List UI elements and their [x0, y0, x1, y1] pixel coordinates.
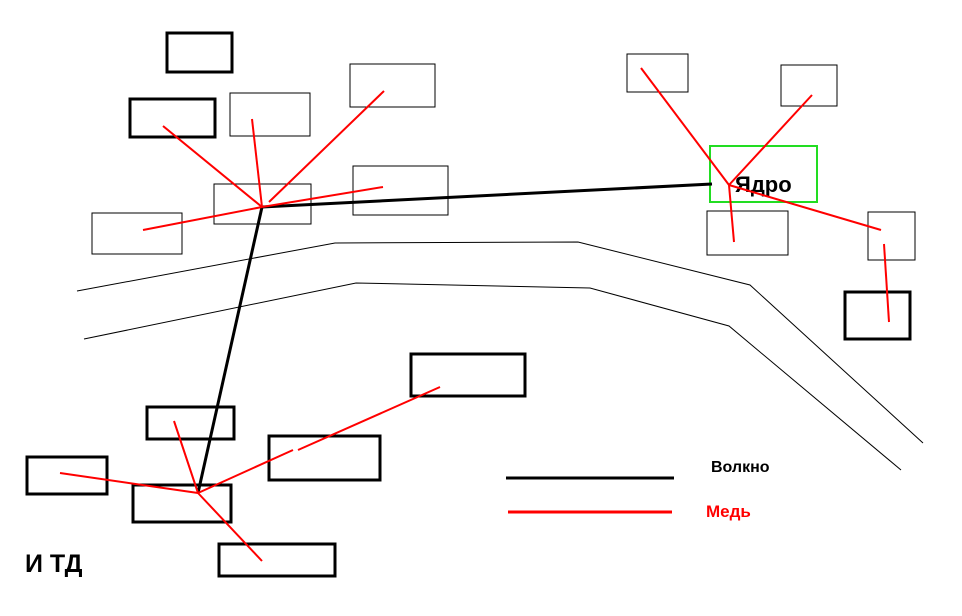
- copper-links: [59, 67, 890, 562]
- building: [229, 92, 311, 137]
- fiber-link: [261, 182, 713, 209]
- copper-link: [261, 186, 384, 208]
- building: [91, 212, 183, 255]
- copper-link: [251, 118, 263, 208]
- building: [843, 290, 912, 341]
- copper-link: [197, 492, 263, 562]
- copper-link: [728, 184, 882, 231]
- copper-link: [883, 243, 890, 323]
- copper-link: [162, 125, 263, 208]
- legend-fiber-label: Волкно: [711, 459, 770, 476]
- building: [128, 97, 217, 139]
- copper-link: [728, 94, 813, 186]
- buildings-thick: [25, 31, 912, 578]
- building: [409, 352, 527, 398]
- building: [706, 210, 789, 256]
- building: [352, 165, 449, 216]
- road-edge-bottom: [83, 282, 902, 471]
- building: [145, 405, 236, 441]
- copper-link: [297, 386, 441, 451]
- legend: Волкно Медь: [506, 459, 770, 521]
- building: [780, 64, 838, 107]
- copper-link: [173, 420, 199, 494]
- copper-link: [268, 90, 385, 203]
- copper-link: [142, 206, 263, 231]
- building: [267, 434, 382, 482]
- core-box: [709, 145, 818, 203]
- copper-link: [640, 67, 730, 186]
- road: [76, 241, 924, 471]
- legend-copper-label: Медь: [706, 502, 751, 521]
- building: [349, 63, 436, 108]
- building: [165, 31, 234, 74]
- core-label: Ядро: [735, 172, 792, 197]
- buildings-thin: [91, 53, 916, 261]
- copper-link: [728, 184, 735, 243]
- fiber-links: [196, 182, 713, 494]
- fiber-link: [196, 206, 264, 494]
- road-edge-top: [76, 241, 924, 444]
- building: [867, 211, 916, 261]
- building: [626, 53, 689, 93]
- etc-label: И ТД: [25, 550, 83, 578]
- building: [131, 483, 233, 524]
- copper-link: [197, 449, 294, 494]
- copper-link: [59, 472, 199, 494]
- building: [25, 455, 109, 496]
- building: [217, 542, 337, 578]
